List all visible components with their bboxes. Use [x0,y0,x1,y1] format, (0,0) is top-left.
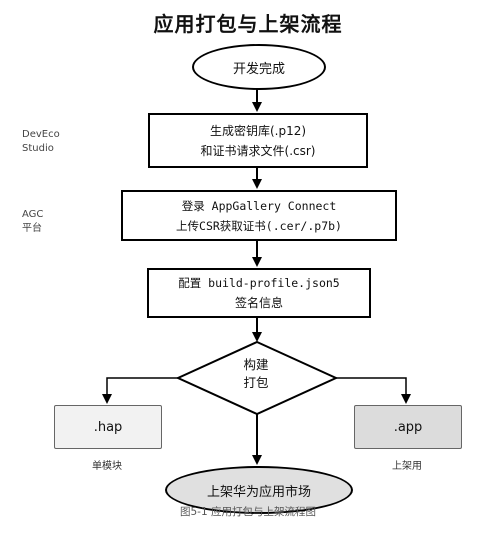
side-label-deveco-line2: Studio [22,143,54,154]
side-label-agc: AGC 平台 [22,208,102,236]
app-label: .app [393,419,423,435]
hap-note: 单模块 [92,461,122,472]
start-node-label: 开发完成 [232,61,285,77]
arrow-decision-to-app [336,377,411,404]
step1-line2: 和证书请求文件(.csr) [200,143,316,158]
step-generate-keystore: 生成密钥库(.p12) 和证书请求文件(.csr) [148,113,368,168]
step3-line2: 签名信息 [234,296,283,310]
side-label-deveco: DevEco Studio [22,128,102,156]
app-note: 上架用 [392,461,422,472]
side-label-deveco-line1: DevEco [22,129,60,140]
step3-line1: 配置 build-profile.json5 [178,276,340,290]
start-node: 开发完成 [192,44,326,90]
step2-line1: 登录 AppGallery Connect [181,198,337,213]
decision-line2: 打包 [243,375,269,390]
end-node: 上架华为应用市场 [165,466,353,514]
side-label-agc-line2: 平台 [22,223,42,234]
figure-caption: 图5-1 应用打包与上架流程图 [180,506,316,518]
step1-line1: 生成密钥库(.p12) [209,123,307,138]
decision-line1: 构建 [243,357,269,372]
side-label-agc-line1: AGC [22,209,44,220]
diagram-title: 应用打包与上架流程 [153,12,343,36]
decision-label: 构建 打包 [206,356,306,392]
step-agc-certificate: 登录 AppGallery Connect 上传CSR获取证书(.cer/.p7… [121,190,397,241]
step2-line2: 上传CSR获取证书(.cer/.p7b) [176,218,342,233]
arrow-decision-to-hap [102,377,178,404]
app-output-box: .app [354,405,462,449]
hap-output-box: .hap [54,405,162,449]
hap-label: .hap [93,419,123,435]
end-node-label: 上架华为应用市场 [206,484,311,500]
step-configure-signing: 配置 build-profile.json5 签名信息 [147,268,371,318]
